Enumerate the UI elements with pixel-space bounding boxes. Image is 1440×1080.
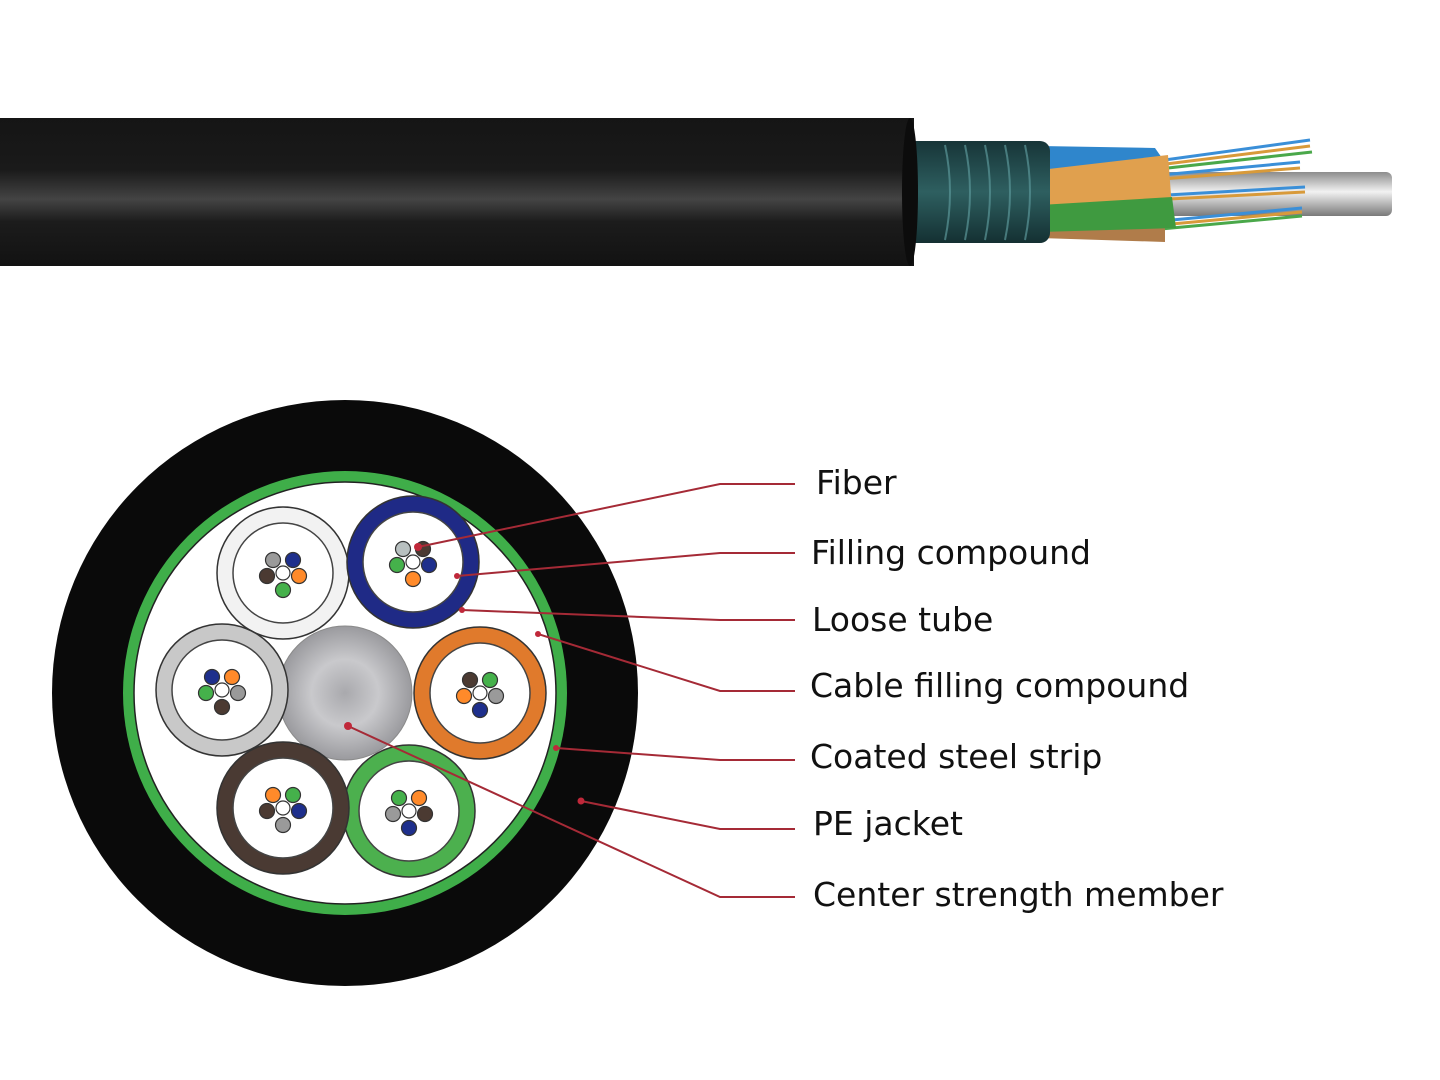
fiber [223,668,241,686]
fiber [258,802,276,820]
fiber [410,789,428,807]
leader-fiber [417,483,795,548]
loose-tube-orange [413,626,547,760]
fiber [274,816,292,834]
loose-tube-green [342,744,476,878]
fiber [275,800,291,816]
leader-dots [344,543,585,805]
fiber [284,551,302,569]
loose-tube-gray [155,623,289,757]
loose-tubes [155,495,547,878]
fiber [416,805,434,823]
loose-tube-brown [216,741,350,875]
side-view-cable [0,118,1392,266]
side-armor-ridges [944,144,1031,241]
fiber [284,786,302,804]
cross-section [52,400,638,986]
label-fiber: Fiber [816,463,897,502]
fiber [471,701,489,719]
side-pe-jacket [0,118,914,266]
fiber [274,581,292,599]
label-cable-filling-compound: Cable filling compound [810,666,1189,705]
leader-pe-jacket [580,800,795,830]
fiber [390,789,408,807]
fiber [290,567,308,585]
fiber [388,556,406,574]
fiber [455,687,473,705]
label-loose-tube: Loose tube [812,600,993,639]
leader-loose-tube [461,609,795,621]
side-armor [906,141,1050,243]
leader-coated-steel-strip [555,747,795,761]
leader-center-strength-member [347,725,795,898]
fiber [472,685,488,701]
fiber [481,671,499,689]
leader-filling-compound [456,552,795,577]
labels: Fiber Filling compound Loose tube Cable … [810,463,1224,914]
fiber [214,682,230,698]
fiber [264,551,282,569]
fiber [264,786,282,804]
fiber [400,819,418,837]
fiber [461,671,479,689]
fiber [487,687,505,705]
fiber [290,802,308,820]
side-jacket-end [902,118,918,266]
fiber [229,684,247,702]
label-coated-steel-strip: Coated steel strip [810,737,1102,776]
label-filling-compound: Filling compound [811,533,1091,572]
side-tube-blue [1040,146,1162,172]
fiber [405,554,421,570]
fiber [401,803,417,819]
fiber [384,805,402,823]
label-center-strength-member: Center strength member [813,875,1224,914]
fiber [258,567,276,585]
loose-tube-white [216,506,350,640]
fiber [404,570,422,588]
label-pe-jacket: PE jacket [813,804,963,843]
fiber [213,698,231,716]
leader-cable-filling-compound [537,633,795,692]
center-strength-member [277,625,413,761]
side-tube-orange [1040,155,1172,212]
fiber [197,684,215,702]
side-tube-green [1040,197,1176,232]
leader-lines [347,483,795,898]
loose-tube-blue [346,495,480,629]
fiber [420,556,438,574]
fiber [275,565,291,581]
fiber [394,540,412,558]
fiber [203,668,221,686]
